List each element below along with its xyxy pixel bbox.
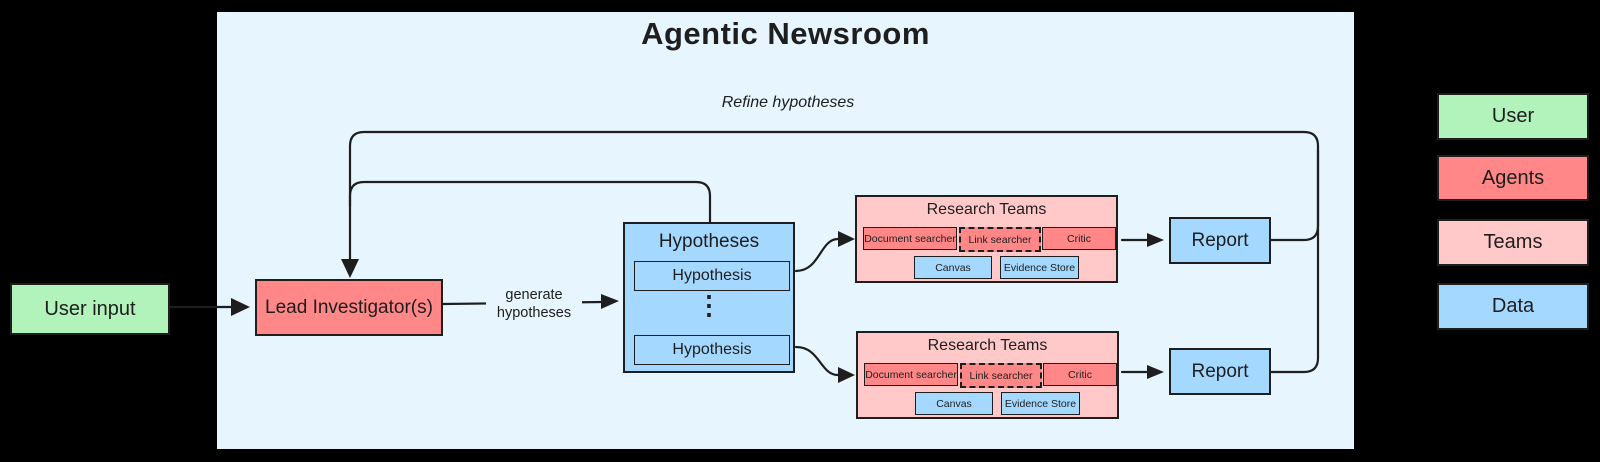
hypothesis-top-label: Hypothesis: [672, 267, 752, 284]
agent-chip-link-searcher: Link searcher: [960, 363, 1042, 388]
refine-hypotheses-label: Refine hypotheses: [721, 94, 855, 111]
legend-item-user: User: [1437, 93, 1589, 140]
hypotheses-title: Hypotheses: [658, 231, 760, 252]
legend-teams-label: Teams: [1483, 231, 1543, 253]
hypothesis-item-top: Hypothesis: [634, 261, 790, 291]
hypothesis-bottom-label: Hypothesis: [672, 341, 752, 358]
document-searcher-label: Document searcher: [865, 368, 957, 381]
legend-item-teams: Teams: [1437, 219, 1589, 266]
research-team-node-bottom: Research Teams Document searcher Link se…: [856, 331, 1119, 419]
report-node-top: Report: [1169, 217, 1271, 264]
legend-agents-label: Agents: [1481, 166, 1545, 189]
research-team-bottom-title: Research Teams: [927, 337, 1048, 354]
critic-label: Critic: [1068, 368, 1092, 381]
document-searcher-label: Document searcher: [864, 232, 956, 245]
legend-data-label: Data: [1491, 295, 1535, 317]
generate-hypotheses-label: generate hypotheses: [486, 286, 582, 323]
link-searcher-label: Link searcher: [969, 369, 1033, 382]
critic-label: Critic: [1067, 232, 1091, 245]
agent-chip-critic: Critic: [1043, 363, 1117, 386]
user-input-node: User input: [10, 283, 170, 335]
canvas-label: Canvas: [936, 397, 972, 410]
legend-item-agents: Agents: [1437, 155, 1589, 201]
lead-investigator-label: Lead Investigator(s): [265, 296, 433, 318]
evidence-store-label: Evidence Store: [1003, 261, 1076, 274]
lead-investigator-node: Lead Investigator(s): [255, 279, 443, 336]
evidence-store-label: Evidence Store: [1004, 397, 1077, 410]
report-node-bottom: Report: [1169, 348, 1271, 395]
data-chip-canvas: Canvas: [915, 392, 993, 415]
link-searcher-label: Link searcher: [968, 233, 1032, 246]
research-team-top-title: Research Teams: [926, 201, 1047, 218]
generate-label-line1: generate: [505, 287, 563, 303]
data-chip-evidence-store: Evidence Store: [1000, 256, 1079, 279]
agent-chip-link-searcher: Link searcher: [959, 227, 1041, 252]
legend-item-data: Data: [1437, 283, 1589, 330]
hypothesis-item-bottom: Hypothesis: [634, 335, 790, 365]
data-chip-evidence-store: Evidence Store: [1001, 392, 1080, 415]
vertical-ellipsis-icon: ⋮: [696, 290, 722, 320]
report-bottom-label: Report: [1191, 360, 1249, 382]
hypotheses-node: Hypotheses Hypothesis ⋮ Hypothesis: [623, 222, 795, 373]
agent-chip-document-searcher: Document searcher: [863, 227, 957, 250]
diagram-title: Agentic Newsroom: [641, 16, 930, 51]
canvas-label: Canvas: [935, 261, 971, 274]
generate-label-line2: hypotheses: [496, 305, 572, 322]
data-chip-canvas: Canvas: [914, 256, 992, 279]
legend-user-label: User: [1491, 105, 1535, 127]
research-team-node-top: Research Teams Document searcher Link se…: [855, 195, 1118, 283]
report-top-label: Report: [1191, 229, 1249, 251]
user-input-label: User input: [44, 297, 136, 320]
agent-chip-critic: Critic: [1042, 227, 1116, 250]
agent-chip-document-searcher: Document searcher: [864, 363, 958, 386]
